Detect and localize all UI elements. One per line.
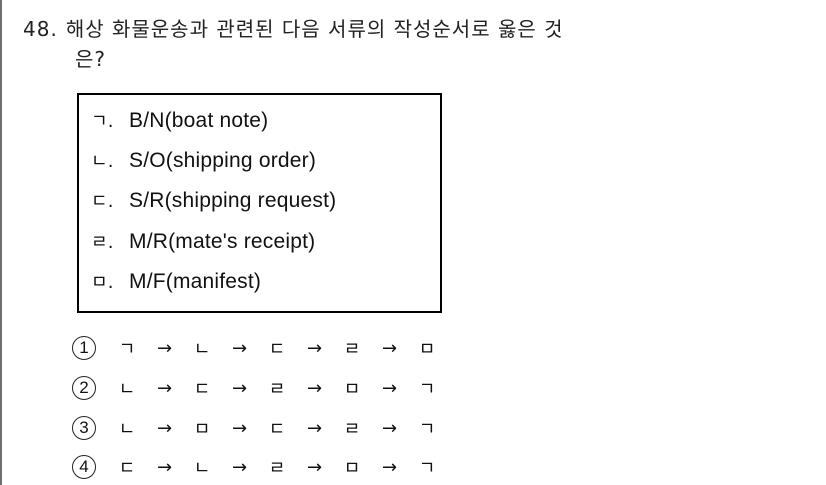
choice-number-circle: 3 bbox=[72, 416, 96, 440]
answer-choice-2[interactable]: 2 ㄴ → ㄷ → ㄹ → ㅁ → ㄱ bbox=[72, 373, 442, 403]
question-number: 48. bbox=[23, 17, 58, 41]
sequence-item: ㄷ bbox=[193, 379, 211, 400]
sequence-item: ㄴ bbox=[193, 339, 211, 360]
item-marker: ㄴ. bbox=[91, 151, 114, 172]
sequence-item: ㄴ bbox=[118, 419, 136, 440]
question-line-2: 은? bbox=[75, 47, 107, 71]
item-text: S/O(shipping order) bbox=[129, 149, 317, 172]
document-item: ㅁ. M/F(manifest) bbox=[91, 268, 261, 297]
item-text: B/N(boat note) bbox=[129, 109, 269, 132]
choice-number-circle: 1 bbox=[72, 336, 96, 360]
sequence-item: ㅁ bbox=[193, 419, 211, 440]
sequence-item: ㄷ bbox=[118, 458, 136, 479]
sequence-item: ㅁ bbox=[418, 339, 436, 360]
arrow-icon: → bbox=[381, 377, 398, 399]
sequence-item: ㄷ bbox=[268, 419, 286, 440]
arrow-icon: → bbox=[156, 377, 173, 399]
sequence-item: ㄴ bbox=[118, 379, 136, 400]
sequence-item: ㄱ bbox=[418, 379, 436, 400]
question-stem: 48. 해상 화물운송과 관련된 다음 서류의 작성순서로 옳은 것 은? bbox=[23, 14, 743, 74]
choice-number-circle: 4 bbox=[72, 455, 96, 479]
arrow-icon: → bbox=[306, 417, 323, 439]
sequence-item: ㅁ bbox=[343, 458, 361, 479]
arrow-icon: → bbox=[381, 456, 398, 478]
sequence-item: ㅁ bbox=[343, 379, 361, 400]
item-marker: ㄱ. bbox=[91, 111, 114, 132]
arrow-icon: → bbox=[231, 417, 248, 439]
item-marker: ㄹ. bbox=[91, 232, 114, 253]
document-item: ㄴ. S/O(shipping order) bbox=[91, 147, 316, 176]
sequence-item: ㄱ bbox=[118, 339, 136, 360]
choice-number-circle: 2 bbox=[72, 376, 96, 400]
arrow-icon: → bbox=[231, 337, 248, 359]
arrow-icon: → bbox=[381, 337, 398, 359]
item-text: M/F(manifest) bbox=[129, 270, 262, 293]
document-item: ㄱ. B/N(boat note) bbox=[91, 107, 268, 136]
answer-choice-3[interactable]: 3 ㄴ → ㅁ → ㄷ → ㄹ → ㄱ bbox=[72, 413, 442, 443]
arrow-icon: → bbox=[381, 417, 398, 439]
arrow-icon: → bbox=[306, 377, 323, 399]
document-item: ㄹ. M/R(mate's receipt) bbox=[91, 228, 315, 257]
arrow-icon: → bbox=[156, 417, 173, 439]
document-list-box: ㄱ. B/N(boat note) ㄴ. S/O(shipping order) ㄷ… bbox=[77, 93, 442, 313]
arrow-icon: → bbox=[231, 377, 248, 399]
arrow-icon: → bbox=[306, 337, 323, 359]
sequence-item: ㄹ bbox=[268, 458, 286, 479]
arrow-icon: → bbox=[156, 337, 173, 359]
arrow-icon: → bbox=[156, 456, 173, 478]
arrow-icon: → bbox=[231, 456, 248, 478]
item-marker: ㅁ. bbox=[91, 272, 114, 293]
item-text: M/R(mate's receipt) bbox=[129, 230, 316, 253]
answer-choice-1[interactable]: 1 ㄱ → ㄴ → ㄷ → ㄹ → ㅁ bbox=[72, 333, 442, 363]
sequence-item: ㄹ bbox=[268, 379, 286, 400]
sequence-item: ㄱ bbox=[418, 419, 436, 440]
item-marker: ㄷ. bbox=[91, 191, 114, 212]
item-text: S/R(shipping request) bbox=[129, 189, 337, 212]
sequence-item: ㄹ bbox=[343, 339, 361, 360]
sequence-item: ㄹ bbox=[343, 419, 361, 440]
sequence-item: ㄱ bbox=[418, 458, 436, 479]
sequence-item: ㄴ bbox=[193, 458, 211, 479]
page-left-border bbox=[0, 0, 2, 485]
question-text: 해상 화물운송과 관련된 다음 서류의 작성순서로 옳은 것 bbox=[65, 17, 564, 41]
sequence-item: ㄷ bbox=[268, 339, 286, 360]
question-line-1: 48. 해상 화물운송과 관련된 다음 서류의 작성순서로 옳은 것 bbox=[23, 14, 743, 44]
arrow-icon: → bbox=[306, 456, 323, 478]
document-item: ㄷ. S/R(shipping request) bbox=[91, 187, 336, 216]
answer-choice-4[interactable]: 4 ㄷ → ㄴ → ㄹ → ㅁ → ㄱ bbox=[72, 452, 442, 482]
